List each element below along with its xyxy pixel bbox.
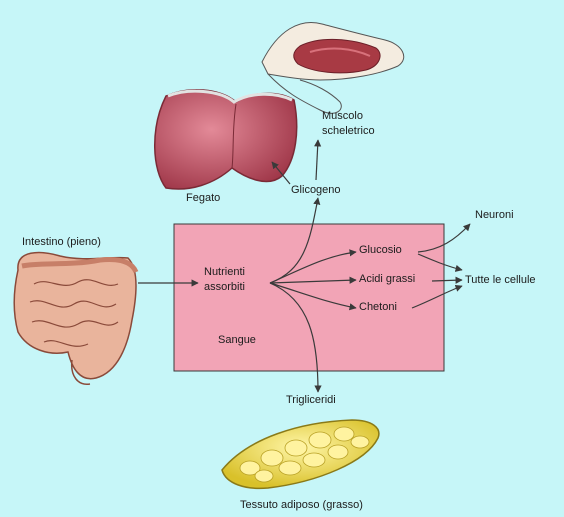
arrow-glycogen-muscle bbox=[316, 140, 318, 180]
adipose-illustration bbox=[222, 420, 379, 488]
label-triglycerides: Trigliceridi bbox=[286, 394, 336, 406]
label-neurons: Neuroni bbox=[475, 209, 514, 221]
intestine-illustration bbox=[14, 253, 136, 385]
label-fatty-acids: Acidi grassi bbox=[359, 273, 415, 285]
label-blood: Sangue bbox=[218, 334, 256, 346]
liver-illustration bbox=[155, 90, 297, 189]
label-intestine: Intestino (pieno) bbox=[22, 236, 101, 248]
label-nutrients: Nutrienti bbox=[204, 266, 245, 278]
label-adipose: Tessuto adiposo (grasso) bbox=[240, 499, 363, 511]
label-liver: Fegato bbox=[186, 192, 220, 204]
blood-box bbox=[174, 224, 444, 371]
label-muscle: Muscolo bbox=[322, 110, 363, 122]
label-ketones: Chetoni bbox=[359, 301, 397, 313]
label-glucose: Glucosio bbox=[359, 244, 402, 256]
label-all-cells: Tutte le cellule bbox=[465, 274, 536, 286]
label-glycogen: Glicogeno bbox=[291, 184, 341, 196]
label-nutrients-2: assorbiti bbox=[204, 281, 245, 293]
label-muscle-2: scheletrico bbox=[322, 125, 375, 137]
